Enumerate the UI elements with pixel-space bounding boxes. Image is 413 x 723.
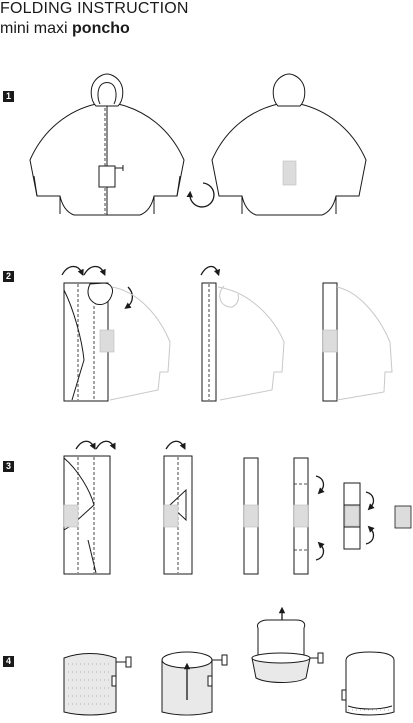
step3-strip-marked (293, 457, 325, 575)
step-badge-1: 1 (3, 91, 14, 102)
step1-rotate-arrow (186, 182, 215, 208)
step4-pouch-final (341, 651, 395, 716)
page-subtitle: mini maxi poncho (0, 19, 130, 39)
step2-poncho-strip (322, 282, 393, 402)
page-title: FOLDING INSTRUCTION (0, 0, 189, 17)
step4-pouch-inverting (251, 606, 324, 683)
step3-strip (243, 457, 259, 575)
step-badge-2: 2 (3, 271, 14, 282)
step-badge-4: 4 (3, 656, 14, 667)
step3-folded-thirds (343, 482, 375, 550)
step2-poncho-one-side (201, 282, 285, 402)
step3-fold-b (163, 455, 193, 575)
step1-poncho-back (211, 73, 367, 216)
subtitle-prefix: mini maxi (0, 20, 68, 37)
step-badge-3: 3 (3, 461, 14, 472)
step4-pouch-open (161, 651, 228, 716)
step3-arrow-2 (165, 440, 186, 450)
step2-poncho-half-folded (63, 282, 171, 402)
step2-arrow-second (200, 265, 221, 277)
step3-arrows-1 (75, 440, 116, 450)
step1-poncho-front (29, 73, 185, 216)
step4-pouch-closed (63, 653, 132, 716)
subtitle-product: poncho (72, 20, 130, 37)
step3-fold-a (63, 455, 111, 575)
step3-final-square (394, 505, 412, 529)
step2-arrows-fold-left (61, 265, 134, 309)
